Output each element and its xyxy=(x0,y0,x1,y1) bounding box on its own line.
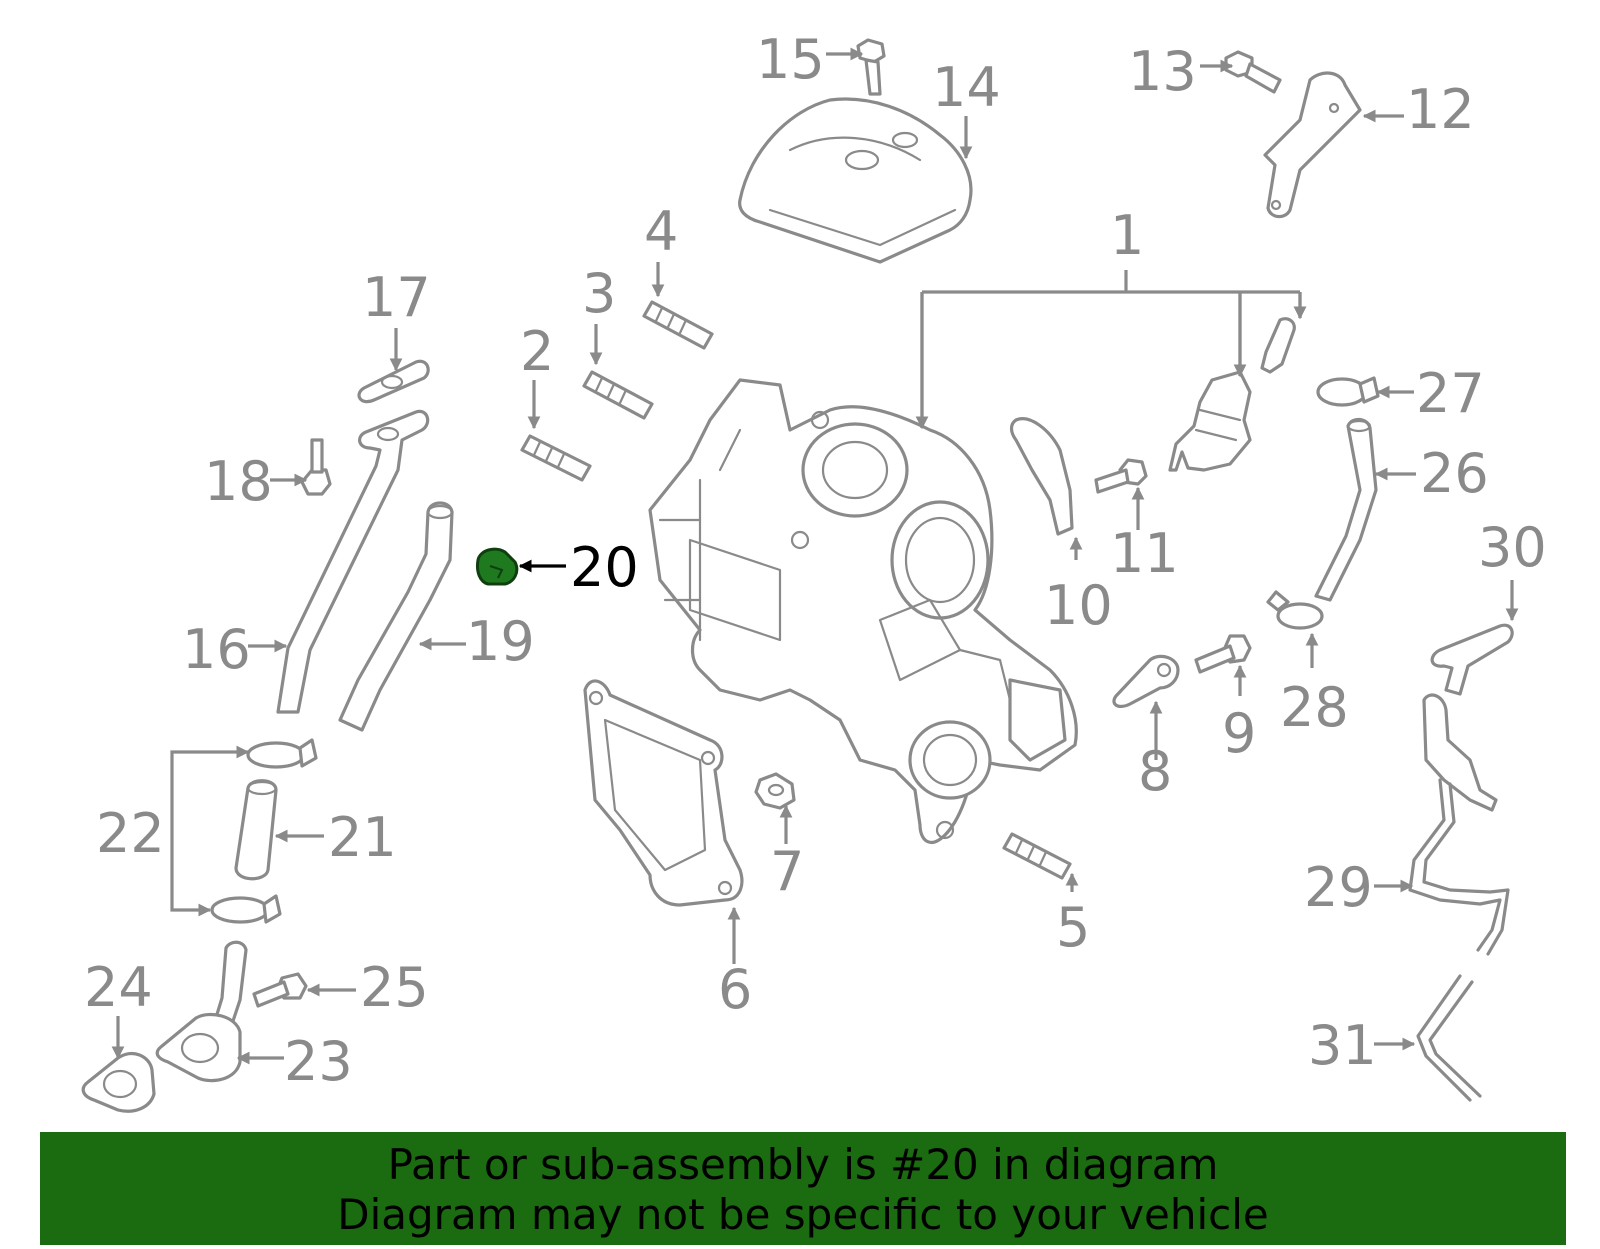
part-24-gasket xyxy=(81,1052,156,1113)
part-1-turbocharger xyxy=(648,378,1078,844)
callout-26: 26 xyxy=(1420,442,1489,505)
callout-4: 4 xyxy=(644,200,678,263)
callout-8: 8 xyxy=(1138,740,1172,803)
callout-11: 11 xyxy=(1110,522,1179,585)
part-1-pin xyxy=(1260,317,1296,374)
part-15-bolt xyxy=(856,38,886,96)
part-12-bracket xyxy=(1263,71,1362,219)
callout-21: 21 xyxy=(328,806,397,869)
callout-7: 7 xyxy=(770,840,804,903)
part-14-heat-shield xyxy=(738,97,973,264)
callout-5: 5 xyxy=(1056,896,1090,959)
part-3-stud xyxy=(582,370,654,420)
callout-19: 19 xyxy=(466,610,535,673)
callout-13: 13 xyxy=(1128,40,1197,103)
callout-22: 22 xyxy=(96,802,165,865)
part-22-clamp-lower xyxy=(210,894,282,924)
callout-20: 20 xyxy=(570,536,639,599)
banner-line-2: Diagram may not be specific to your vehi… xyxy=(337,1190,1269,1239)
callout-29: 29 xyxy=(1304,856,1373,919)
part-23-flange-pipe xyxy=(155,940,248,1083)
part-26-hose xyxy=(1314,417,1378,602)
callout-25: 25 xyxy=(360,956,429,1019)
part-7-nut xyxy=(754,772,796,810)
banner-line-1: Part or sub-assembly is #20 in diagram xyxy=(387,1140,1219,1189)
part-22-clamp-upper xyxy=(246,738,318,769)
callout-6: 6 xyxy=(718,958,752,1021)
part-28-clamp xyxy=(1266,590,1324,630)
part-1-actuator xyxy=(1168,370,1252,472)
callout-10: 10 xyxy=(1044,574,1113,637)
part-6-gasket xyxy=(583,679,744,907)
callout-14: 14 xyxy=(932,56,1001,119)
callout-labels: 1 2 3 4 5 6 7 8 9 10 11 12 13 14 15 16 1… xyxy=(84,28,1547,1093)
callout-9: 9 xyxy=(1222,702,1256,765)
callout-1: 1 xyxy=(1110,204,1144,267)
callout-27: 27 xyxy=(1416,362,1485,425)
part-30-fitting xyxy=(1430,623,1514,696)
part-11-bolt xyxy=(1094,458,1148,494)
part-13-bolt xyxy=(1224,50,1282,94)
callout-31: 31 xyxy=(1308,1014,1377,1077)
part-16-pipe xyxy=(276,409,430,714)
part-27-clamp xyxy=(1316,376,1380,407)
part-20-highlighted xyxy=(476,547,519,586)
callout-17: 17 xyxy=(362,266,431,329)
info-banner: Part or sub-assembly is #20 in diagram D… xyxy=(40,1132,1566,1245)
callout-23: 23 xyxy=(284,1030,353,1093)
callout-12: 12 xyxy=(1406,78,1475,141)
part-4-stud xyxy=(642,300,714,350)
part-19-hose xyxy=(338,501,454,732)
part-8-bracket xyxy=(1112,654,1180,709)
callout-2: 2 xyxy=(520,320,554,383)
callout-28: 28 xyxy=(1280,676,1349,739)
part-10-bracket xyxy=(1009,417,1074,536)
callout-16: 16 xyxy=(182,618,251,681)
part-2-stud xyxy=(520,434,592,482)
part-21-hose xyxy=(234,779,278,881)
callout-15: 15 xyxy=(756,28,825,91)
leader-lines xyxy=(111,47,1519,1065)
callout-30: 30 xyxy=(1478,516,1547,579)
part-31-pipe xyxy=(1416,974,1482,1102)
part-9-bolt xyxy=(1194,634,1252,674)
callout-24: 24 xyxy=(84,956,153,1019)
part-5-stud xyxy=(1002,832,1072,880)
part-25-bolt xyxy=(252,972,308,1008)
part-29-pipe-bracket xyxy=(1408,693,1510,956)
callout-3: 3 xyxy=(582,262,616,325)
part-17-gasket xyxy=(357,359,430,404)
part-18-bolt xyxy=(300,438,332,496)
callout-18: 18 xyxy=(204,450,273,513)
